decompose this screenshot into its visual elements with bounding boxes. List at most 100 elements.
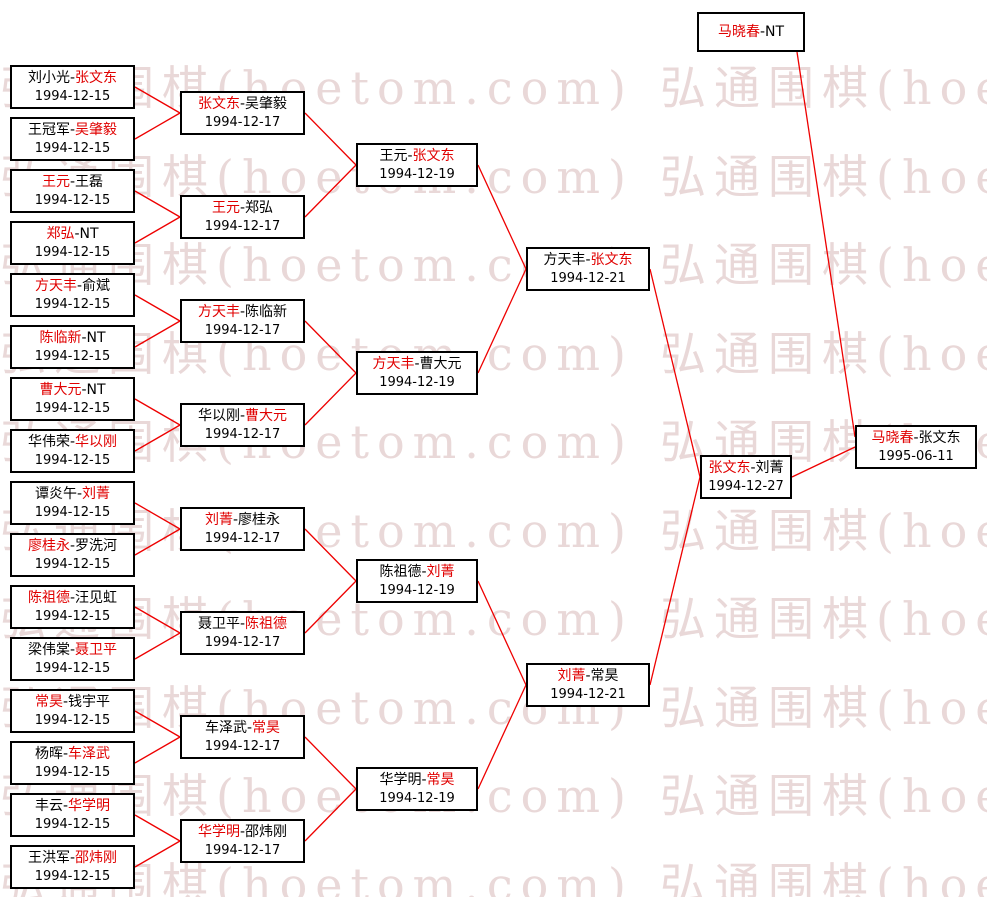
player-name: 华以刚: [75, 433, 118, 450]
connector-line: [134, 502, 181, 530]
player-name: 陈临新: [245, 303, 288, 320]
match-box-r4-m2: 刘菁-常昊 1994-12-21: [526, 663, 650, 707]
match-date: 1994-12-17: [204, 842, 281, 858]
player-name: 张文东: [708, 459, 751, 476]
connector-line: [796, 51, 856, 438]
player-name: 聂卫平: [75, 641, 118, 658]
match-date: 1994-12-17: [204, 738, 281, 754]
match-date: 1994-12-15: [34, 764, 111, 780]
watermark-text: 弘通围棋(hoetom.com): [660, 592, 987, 646]
match-players: 华学明-邵炜刚: [197, 823, 288, 840]
connector-line: [134, 216, 181, 244]
player-name: 廖桂永: [238, 511, 281, 528]
player-name: 华学明: [197, 823, 240, 840]
watermark-text: 弘通围棋(hoetom.com): [660, 149, 987, 204]
match-players: 廖桂永-罗洗河: [27, 537, 118, 554]
player-name: 王磊: [75, 173, 104, 190]
connector-line: [304, 320, 357, 374]
match-date: 1994-12-15: [34, 816, 111, 832]
watermark-text: 弘通围棋(hoetom.com): [660, 61, 987, 115]
match-date: 1994-12-21: [550, 686, 626, 702]
player-name: 华伟荣: [27, 433, 70, 450]
connector-line: [477, 580, 527, 686]
match-date: 1994-12-15: [34, 88, 111, 104]
player-name: 杨晖: [34, 745, 63, 762]
player-name: 曹大元: [39, 381, 82, 398]
player-name: 刘菁: [426, 563, 455, 580]
connector-line: [304, 112, 357, 166]
player-name: 王元: [379, 147, 408, 164]
match-players: 谭炎午-刘菁: [34, 485, 111, 502]
player-name: 吴肇毅: [245, 95, 288, 112]
player-name: 车泽武: [68, 745, 111, 762]
connector-line: [134, 294, 181, 322]
player-name: 郑弘: [46, 225, 75, 242]
match-players: 方天丰-曹大元: [372, 355, 462, 372]
player-name: 马晓春: [717, 23, 760, 40]
match-players: 王元-郑弘: [211, 199, 274, 216]
match-box-r2-m8: 华学明-邵炜刚 1994-12-17: [180, 819, 305, 863]
match-players: 刘菁-常昊: [557, 667, 619, 684]
watermark-text: 弘通围棋(hoetom.com): [660, 680, 987, 735]
match-box-challenger: 马晓春-NT: [697, 12, 805, 52]
connector-line: [477, 684, 527, 790]
player-name: 车泽武: [204, 719, 247, 736]
player-name: 常昊: [426, 771, 455, 788]
match-players: 丰云-华学明: [34, 797, 111, 814]
player-name: 王元: [211, 199, 240, 216]
match-date: 1994-12-17: [204, 530, 281, 546]
match-players: 梁伟棠-聂卫平: [27, 641, 118, 658]
player-name: 陈祖德: [27, 589, 70, 606]
connector-line: [134, 320, 181, 348]
match-date: 1994-12-19: [379, 374, 455, 390]
player-name: 刘菁: [82, 485, 111, 502]
player-name: 张文东: [918, 429, 961, 446]
connector-line: [134, 424, 181, 452]
match-date: 1994-12-21: [550, 270, 626, 286]
player-name: 邵炜刚: [75, 849, 118, 866]
player-name: 方天丰: [543, 251, 586, 268]
match-date: 1994-12-15: [34, 400, 111, 416]
player-name: 邵炜刚: [245, 823, 288, 840]
watermark-text: 弘通围棋(hoetom.com): [660, 857, 987, 897]
player-name: 吴肇毅: [75, 121, 118, 138]
connector-line: [134, 736, 181, 764]
connector-line: [134, 814, 181, 842]
player-name: NT: [86, 329, 106, 346]
match-players: 华以刚-曹大元: [197, 407, 288, 424]
connector-line: [477, 164, 527, 270]
player-name: 常昊: [590, 667, 619, 684]
match-players: 常昊-钱宇平: [34, 693, 111, 710]
connector-line: [649, 476, 701, 686]
player-name: 陈祖德: [379, 563, 422, 580]
player-name: 陈临新: [39, 329, 82, 346]
match-players: 郑弘-NT: [46, 225, 99, 242]
player-name: 丰云: [34, 797, 63, 814]
player-name: 聂卫平: [197, 615, 240, 632]
player-name: 梁伟棠: [27, 641, 70, 658]
match-date: 1994-12-15: [34, 712, 111, 728]
player-name: 张文东: [75, 69, 118, 86]
player-name: 曹大元: [419, 355, 462, 372]
match-players: 陈祖德-汪见虹: [27, 589, 118, 606]
match-date: 1994-12-15: [34, 192, 111, 208]
match-box-r1-m14: 杨晖-车泽武 1994-12-15: [10, 741, 135, 785]
player-name: NT: [86, 381, 106, 398]
match-date: 1994-12-17: [204, 322, 281, 338]
match-players: 杨晖-车泽武: [34, 745, 111, 762]
connector-line: [304, 788, 357, 842]
player-name: 常昊: [34, 693, 63, 710]
match-date: 1994-12-15: [34, 504, 111, 520]
match-date: 1994-12-19: [379, 166, 455, 182]
